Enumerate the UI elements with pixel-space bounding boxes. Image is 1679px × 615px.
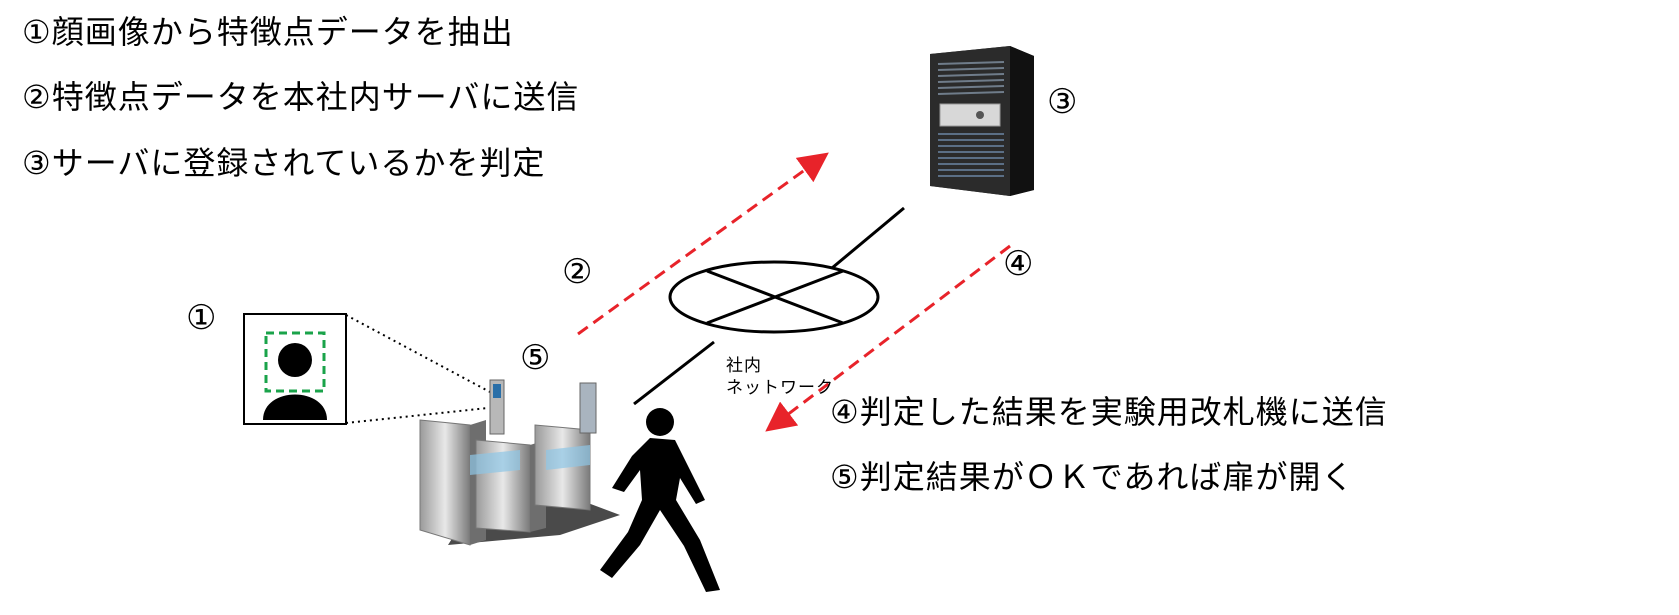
zoom-guide-top xyxy=(345,314,491,393)
upload-arrow xyxy=(577,152,829,336)
gate-link-line xyxy=(633,340,715,406)
step-4-text: ④判定した結果を実験用改札機に送信 xyxy=(830,393,1388,431)
gate-icon xyxy=(419,379,620,546)
zoom-guide-bottom xyxy=(345,407,489,424)
network-hub-icon xyxy=(668,260,880,334)
gate-marker: ⑤ xyxy=(520,338,551,378)
step-1-text: ①顔画像から特徴点データを抽出 xyxy=(22,13,514,51)
face-scan-icon xyxy=(243,313,347,425)
server-marker: ③ xyxy=(1047,82,1078,122)
step-3-text: ③サーバに登録されているかを判定 xyxy=(22,144,546,182)
face-marker: ① xyxy=(186,298,217,338)
download-marker: ④ xyxy=(1003,244,1034,284)
download-arrow xyxy=(765,244,1011,432)
walking-person-icon xyxy=(600,408,720,592)
step-5-text: ⑤判定結果がＯＫであれば扉が開く xyxy=(830,458,1355,496)
server-icon xyxy=(930,46,1034,196)
step-2-text: ②特徴点データを本社内サーバに送信 xyxy=(22,78,580,116)
network-label-line2: ネットワーク xyxy=(726,378,834,398)
upload-marker: ② xyxy=(562,252,593,292)
server-link-line xyxy=(819,206,905,280)
network-label-line1: 社内 xyxy=(726,356,762,376)
